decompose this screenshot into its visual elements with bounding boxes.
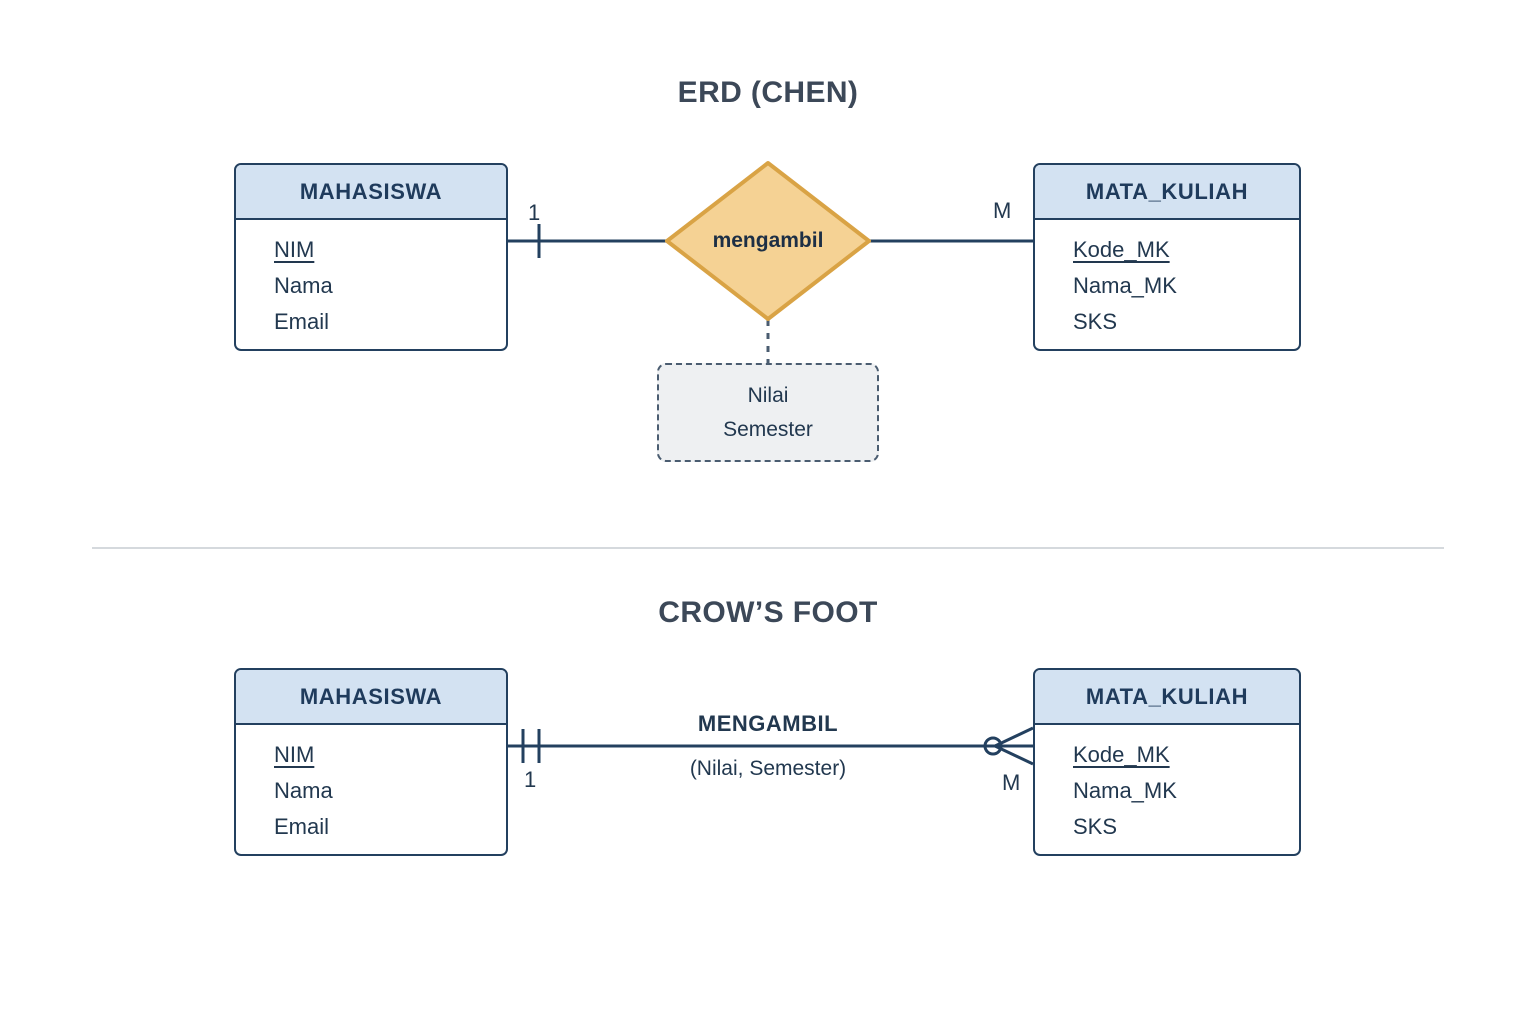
attribute-sks: SKS [1073,814,1118,839]
relationship-label-chen: mengambil [712,229,824,252]
attribute-email: Email [274,814,330,839]
relationship-label-crow: MENGAMBIL [697,711,839,736]
entity-mata-kuliah-chen[interactable]: MATA_KULIAH Kode_MK Nama_MK SKS [1033,163,1301,351]
section-title-chen: ERD (CHEN) [677,76,859,109]
section-title-crows-foot: CROW’S FOOT [658,596,878,629]
entity-header-mahasiswa-chen: MAHASISWA [236,165,506,220]
cardinality-right-chen: M [993,198,1012,223]
attribute-nama: Nama [274,778,333,803]
entity-header-mata-kuliah-crow: MATA_KULIAH [1035,670,1299,725]
section-divider [92,547,1444,549]
attribute-sks: SKS [1073,309,1118,334]
attribute-kode-mk: Kode_MK [1073,742,1170,767]
relationship-attribute-semester: Semester [723,417,813,441]
relationship-attributes-crow: (Nilai, Semester) [689,757,847,780]
attribute-nim: NIM [274,742,315,767]
entity-mahasiswa-chen[interactable]: MAHASISWA NIM Nama Email [234,163,508,351]
cardinality-left-crow: 1 [524,767,537,792]
entity-header-mata-kuliah-chen: MATA_KULIAH [1035,165,1299,220]
attribute-kode-mk: Kode_MK [1073,237,1170,262]
relationship-attribute-nilai: Nilai [747,383,789,407]
entity-body-mata-kuliah-crow: Kode_MK Nama_MK SKS [1035,725,1299,854]
entity-body-mahasiswa-crow: NIM Nama Email [236,725,506,854]
entity-body-mahasiswa-chen: NIM Nama Email [236,220,506,349]
attribute-nim: NIM [274,237,315,262]
entity-body-mata-kuliah-chen: Kode_MK Nama_MK SKS [1035,220,1299,349]
relationship-attributes-box-chen[interactable]: Nilai Semester [657,363,879,462]
cardinality-right-crow: M [1002,770,1021,795]
attribute-nama-mk: Nama_MK [1073,778,1177,803]
entity-header-mahasiswa-crow: MAHASISWA [236,670,506,725]
entity-mahasiswa-crow[interactable]: MAHASISWA NIM Nama Email [234,668,508,856]
cardinality-left-chen: 1 [528,200,541,225]
attribute-nama-mk: Nama_MK [1073,273,1177,298]
relationship-diamond-chen[interactable]: mengambil [666,162,870,320]
entity-mata-kuliah-crow[interactable]: MATA_KULIAH Kode_MK Nama_MK SKS [1033,668,1301,856]
attribute-email: Email [274,309,330,334]
attribute-nama: Nama [274,273,333,298]
